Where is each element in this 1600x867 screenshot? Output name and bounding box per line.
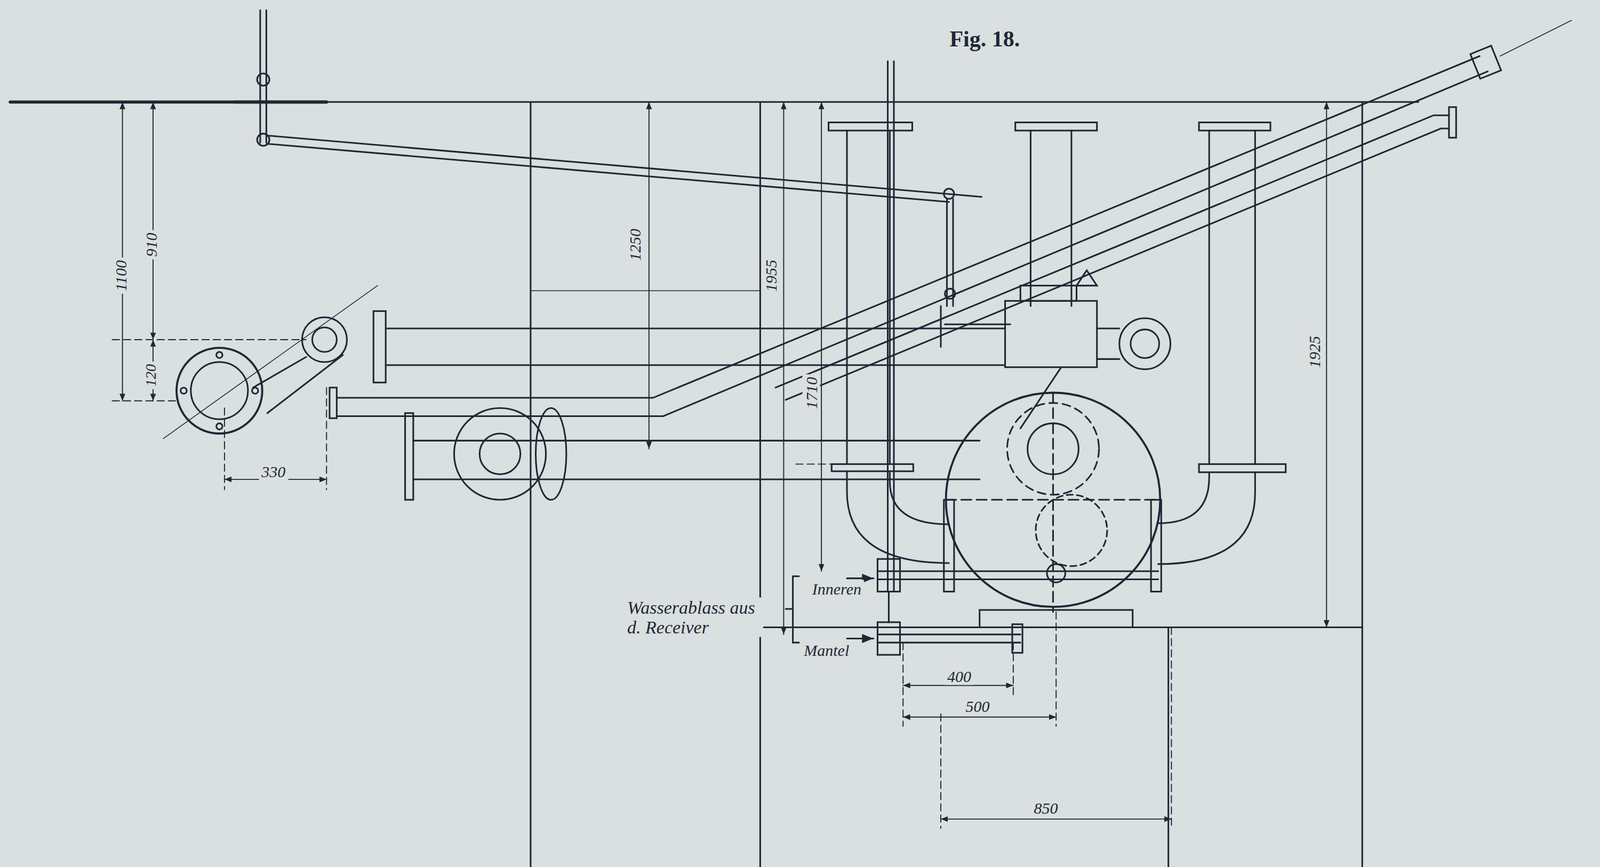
annotation: Mantel: [801, 641, 852, 659]
dimension-value: 910: [142, 230, 160, 260]
dimension-value: 400: [944, 667, 974, 686]
dimension-value: 1955: [761, 257, 780, 295]
dimension-value: 1100: [111, 257, 130, 294]
dimension-value: 1250: [626, 226, 644, 264]
dimension-value: 120: [142, 361, 160, 390]
dimension-value: 500: [962, 697, 992, 715]
annotation: Wasserablass aus d. Receiver: [624, 597, 764, 638]
figure-title: Fig. 18.: [946, 26, 1023, 52]
annotation: Inneren: [809, 579, 864, 598]
dimension-value: 1710: [802, 374, 821, 412]
dimension-value: 1925: [1305, 333, 1324, 371]
dimension-value: 850: [1031, 799, 1061, 818]
dimension-value: 330: [258, 462, 288, 480]
